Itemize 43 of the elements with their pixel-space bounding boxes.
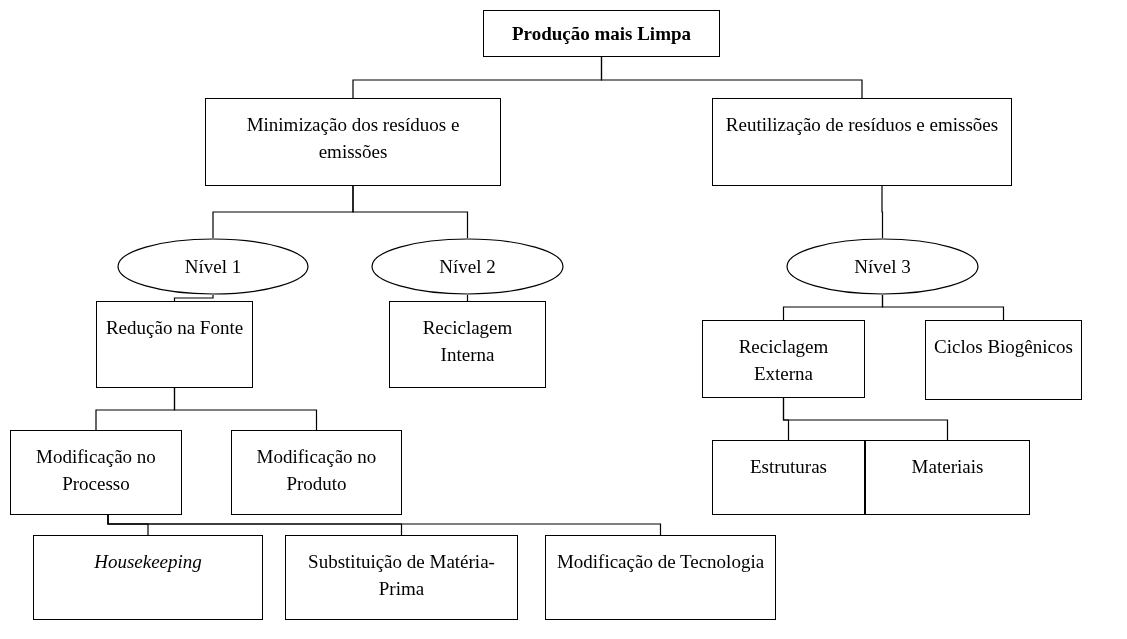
node-label: Ciclos Biogênicos (934, 335, 1073, 359)
box-node (96, 301, 253, 388)
node-label: Nível 3 (854, 255, 911, 279)
box-node (231, 430, 402, 515)
node-label: Reutilização de resíduos e emissões (725, 113, 999, 137)
box-node (712, 98, 1012, 186)
node-label: Estruturas (749, 455, 827, 479)
connector-line (881, 294, 1005, 321)
node-label: Modificação no Produto (255, 445, 378, 496)
ellipse-node (786, 238, 979, 295)
node-label: Minimização dos resíduos e emissões (245, 113, 461, 164)
box-node (702, 320, 865, 398)
node-label: Modificação no Processo (35, 445, 157, 496)
node-label: Housekeeping (94, 550, 202, 574)
node-label: Reciclagem Externa (737, 335, 830, 386)
box-node (10, 430, 182, 515)
ellipse-node (371, 238, 564, 295)
node-label: Nível 2 (439, 255, 496, 279)
node-label: Modificação de Tecnologia (556, 550, 765, 574)
box-node (285, 535, 518, 620)
node-label: Reciclagem Interna (421, 316, 514, 367)
box-node (545, 535, 776, 620)
box-node (925, 320, 1082, 400)
connector-line (466, 294, 469, 302)
ellipse-node (117, 238, 309, 295)
connector-line (107, 514, 662, 536)
connector-line (782, 397, 949, 441)
connector-line (881, 185, 884, 239)
box-node (33, 535, 263, 620)
box-node (712, 440, 865, 515)
node-label: Nível 1 (184, 255, 242, 279)
node-label: Redução na Fonte (105, 316, 244, 340)
node-label: Materiais (911, 455, 984, 479)
box-node (389, 301, 546, 388)
node-label: Produção mais Limpa (511, 22, 692, 46)
box-node (205, 98, 501, 186)
box-node (865, 440, 1030, 515)
connector-line (600, 56, 863, 99)
connector-line (352, 185, 469, 239)
connector-line (173, 294, 214, 302)
box-node (483, 10, 720, 57)
node-label: Substituição de Matéria-Prima (307, 550, 496, 601)
connector-line (173, 387, 318, 431)
